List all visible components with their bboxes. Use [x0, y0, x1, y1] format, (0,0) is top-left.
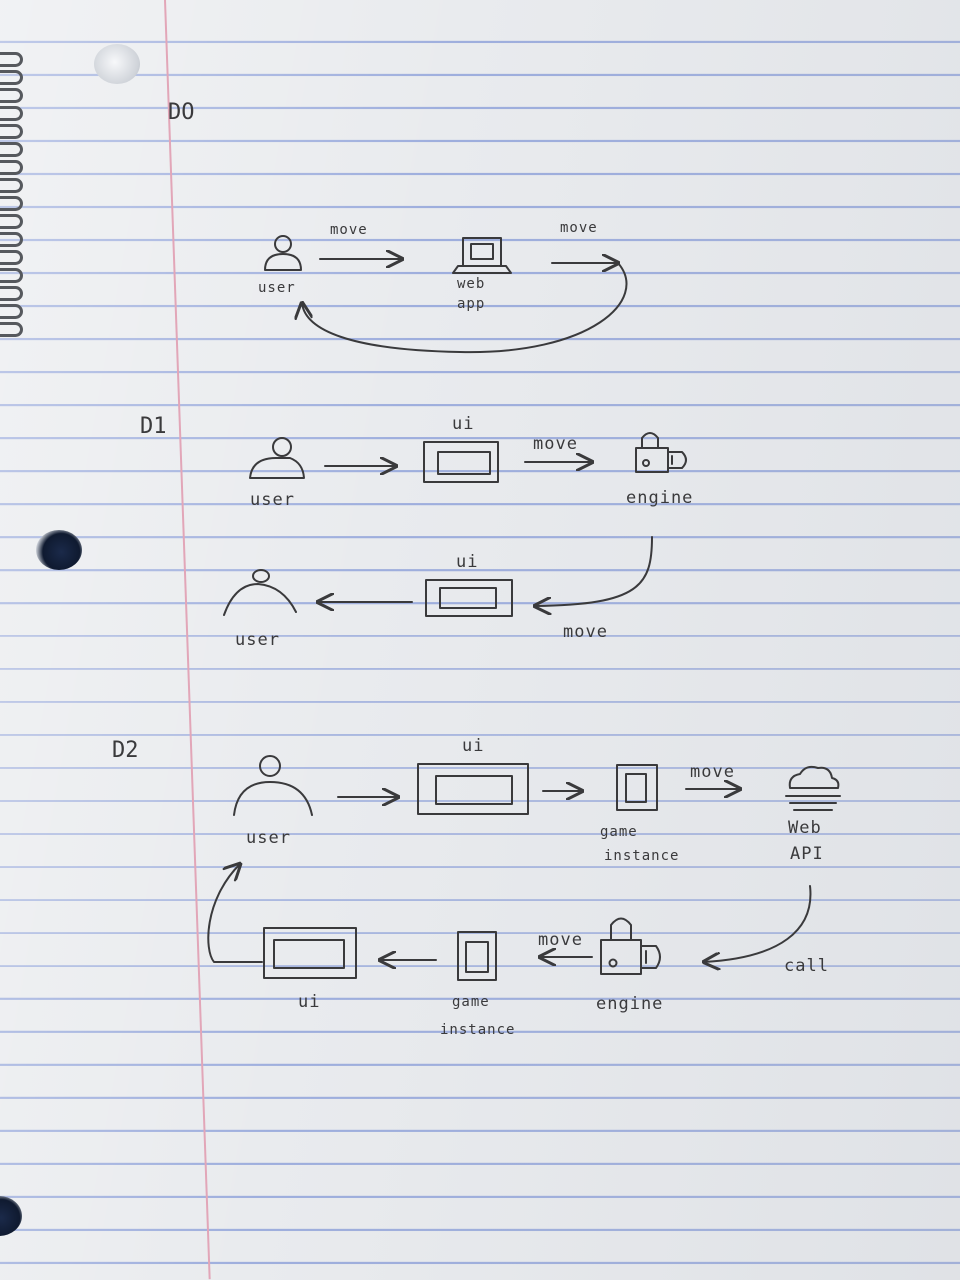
d2-user-icon: [234, 756, 312, 815]
d2-game-label-bottom-1: game: [452, 994, 490, 1010]
d2-curve-api-to-engine: [704, 886, 810, 962]
d0-return-curve: [302, 263, 626, 352]
d1-move-label-top: move: [533, 434, 578, 454]
d2-ui-box-bottom: [264, 928, 356, 978]
d1-ui-box-top: [424, 442, 498, 482]
d1-ui-label-top: ui: [452, 414, 475, 434]
d0-move-label-2: move: [560, 220, 598, 236]
d0-app-label-line2: app: [457, 296, 486, 312]
d2-user-label: user: [246, 828, 291, 848]
d2-section-title: D2: [112, 738, 139, 763]
d2-webapi-label-2: API: [790, 844, 824, 864]
d2-game-label-top-2: instance: [604, 848, 680, 864]
d1-move-label-bottom: move: [563, 622, 608, 642]
d2-call-label: call: [784, 956, 829, 976]
d0-user-label: user: [258, 280, 296, 296]
d2-cloud-icon: [786, 767, 840, 810]
d0-move-label-1: move: [330, 222, 368, 238]
d1-curve-engine-to-ui: [535, 537, 652, 606]
d1-engine-label: engine: [626, 488, 694, 508]
d1-user-icon-bottom: [224, 570, 296, 615]
d1-engine-icon: [636, 433, 686, 472]
punch-hole-bottom: [0, 1196, 22, 1236]
d2-ui-label-bottom: ui: [298, 992, 321, 1012]
d1-user-icon-top: [250, 438, 304, 478]
d2-ui-box-top: [418, 764, 528, 814]
d2-ui-label-top: ui: [462, 736, 485, 756]
d2-curve-ui-to-user: [208, 864, 262, 962]
d2-engine-icon: [601, 919, 660, 975]
d0-section-title: DO: [168, 100, 195, 125]
punch-hole-middle: [36, 530, 82, 570]
d0-laptop-icon: [453, 238, 511, 273]
d2-webapi-label-1: Web: [788, 818, 822, 838]
d2-game-label-bottom-2: instance: [440, 1022, 516, 1038]
d2-move-label-top: move: [690, 762, 735, 782]
d1-ui-box-bottom: [426, 580, 512, 616]
d0-app-label-line1: web: [457, 276, 486, 292]
punch-hole-top: [94, 44, 140, 84]
d1-user-label-top: user: [250, 490, 295, 510]
d1-user-label-bottom: user: [235, 630, 280, 650]
d1-section-title: D1: [140, 414, 167, 439]
d2-game-instance-icon-top: [617, 765, 657, 810]
d1-ui-label-bottom: ui: [456, 552, 479, 572]
d2-game-label-top-1: game: [600, 824, 638, 840]
d2-engine-label: engine: [596, 994, 664, 1014]
d2-move-label-bottom: move: [538, 930, 583, 950]
d0-user-icon: [265, 236, 301, 270]
d2-game-instance-icon-bottom: [458, 932, 496, 980]
